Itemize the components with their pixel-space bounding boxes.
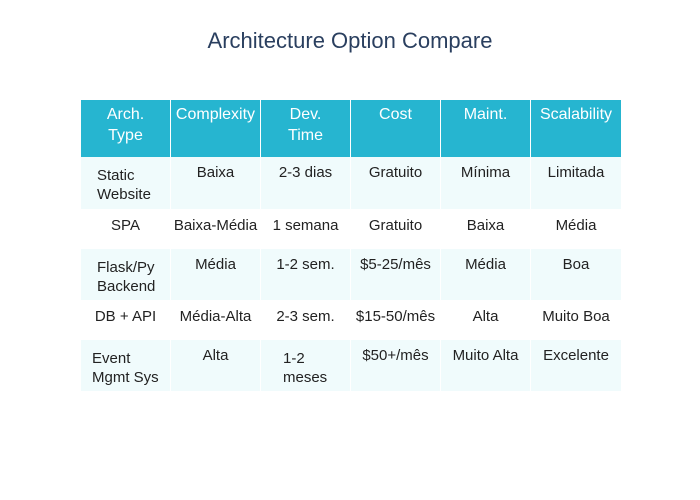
table-cell: Muito Boa xyxy=(530,300,622,340)
table-row: Event Mgmt Sys Alta 1-2 meses $50+/mês M… xyxy=(80,339,622,392)
header-cell-scalability: Scalability xyxy=(530,100,622,157)
header-text: Maint. xyxy=(463,106,508,123)
table-cell: Alta xyxy=(440,300,531,340)
table-cell: 2-3 sem. xyxy=(260,300,351,340)
table-cell: Baixa xyxy=(170,157,261,210)
cell-text: Mínima xyxy=(460,164,511,181)
cell-text: SPA xyxy=(111,216,140,234)
cell-text: Event Mgmt Sys xyxy=(92,349,159,386)
cell-text: Boa xyxy=(562,255,590,273)
header-text: Complexity xyxy=(175,106,256,123)
cell-text: Limitada xyxy=(547,164,605,181)
header-text: Cost xyxy=(379,106,412,123)
cell-text: DB + API xyxy=(94,307,157,325)
table-cell: 1-2 sem. xyxy=(260,248,351,301)
table-cell: Event Mgmt Sys xyxy=(80,339,171,392)
cell-text: $15-50/mês xyxy=(355,307,436,325)
table-cell: Média xyxy=(440,248,531,301)
cell-text: 1 semana xyxy=(272,216,339,234)
cell-text: Média-Alta xyxy=(179,307,252,325)
header-cell-complexity: Complexity xyxy=(170,100,261,157)
cell-text: Gratuito xyxy=(368,216,423,234)
table-cell: Limitada xyxy=(530,157,622,210)
table-cell: Gratuito xyxy=(350,209,441,249)
table-cell: Flask/Py Backend xyxy=(80,248,171,301)
header-cell-maint: Maint. xyxy=(440,100,531,157)
table-cell: Excelente xyxy=(530,339,622,392)
cell-text: Baixa-Média xyxy=(173,216,258,234)
table-cell: $50+/mês xyxy=(350,339,441,392)
table-cell: Mínima xyxy=(440,157,531,210)
cell-text: Alta xyxy=(472,307,499,325)
table-cell: Gratuito xyxy=(350,157,441,210)
table-cell: Baixa-Média xyxy=(170,209,261,249)
comparison-table: Arch. Type Complexity Dev. Time Cost Mai… xyxy=(80,100,622,392)
cell-text: Baixa xyxy=(466,216,505,234)
table-cell: SPA xyxy=(80,209,171,249)
cell-text: 2-3 dias xyxy=(278,164,333,181)
chart-title: Architecture Option Compare xyxy=(207,28,493,53)
cell-text: Muito Alta xyxy=(452,346,519,364)
table-cell: Média xyxy=(170,248,261,301)
cell-text: Média xyxy=(465,255,506,273)
header-cell-cost: Cost xyxy=(350,100,441,157)
table-cell: Baixa xyxy=(440,209,531,249)
cell-text: Média xyxy=(195,255,236,273)
cell-text: Baixa xyxy=(196,164,235,181)
table-cell: 1 semana xyxy=(260,209,351,249)
table-cell: 1-2 meses xyxy=(260,339,351,392)
header-cell-dev-time: Dev. Time xyxy=(260,100,351,157)
header-text: Scalability xyxy=(539,106,613,123)
table-row: SPA Baixa-Média 1 semana Gratuito Baixa … xyxy=(80,209,622,249)
header-text: Dev. Time xyxy=(288,106,323,144)
header-text: Arch. Type xyxy=(106,106,145,144)
header-cell-arch-type: Arch. Type xyxy=(80,100,171,157)
cell-text: Média xyxy=(555,216,597,234)
cell-text: $50+/mês xyxy=(362,346,429,364)
cell-text: Flask/Py Backend xyxy=(97,258,156,295)
cell-text: $5-25/mês xyxy=(360,255,431,273)
cell-text: Alta xyxy=(202,346,229,364)
table-cell: Muito Alta xyxy=(440,339,531,392)
table-cell: DB + API xyxy=(80,300,171,340)
cell-text: Static Website xyxy=(97,167,151,203)
table-header-row: Arch. Type Complexity Dev. Time Cost Mai… xyxy=(80,100,622,157)
cell-text: Gratuito xyxy=(368,164,423,181)
table-cell: Média xyxy=(530,209,622,249)
cell-text: Excelente xyxy=(543,346,609,364)
table-cell: Média-Alta xyxy=(170,300,261,340)
table-cell: Boa xyxy=(530,248,622,301)
table-cell: Alta xyxy=(170,339,261,392)
table-cell: 2-3 dias xyxy=(260,157,351,210)
table-row: DB + API Média-Alta 2-3 sem. $15-50/mês … xyxy=(80,300,622,340)
cell-text: 2-3 sem. xyxy=(276,307,335,325)
table-row: Flask/Py Backend Média 1-2 sem. $5-25/mê… xyxy=(80,248,622,301)
table-row: Static Website Baixa 2-3 dias Gratuito M… xyxy=(80,157,622,210)
cell-text: 1-2 sem. xyxy=(276,255,335,273)
table-cell: $5-25/mês xyxy=(350,248,441,301)
table-cell: $15-50/mês xyxy=(350,300,441,340)
table-cell: Static Website xyxy=(80,157,171,210)
cell-text: Muito Boa xyxy=(542,307,610,325)
cell-text: 1-2 meses xyxy=(283,349,328,386)
